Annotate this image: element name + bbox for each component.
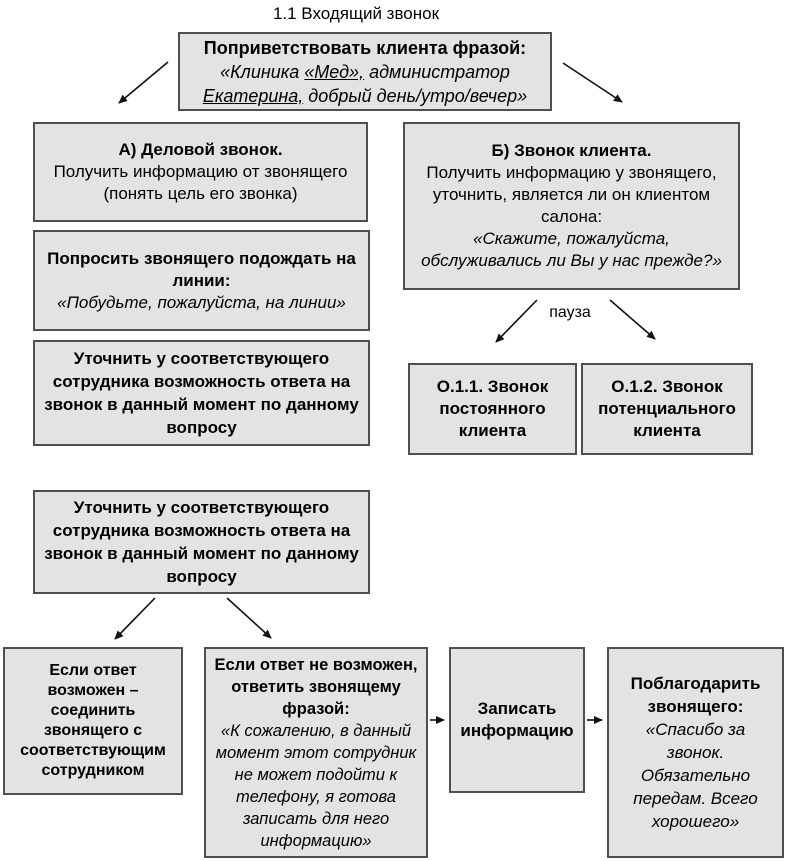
node-business-call: А) Деловой звонок. Получить информацию о… — [33, 122, 368, 222]
client-call-heading: Б) Звонок клиента. — [491, 141, 652, 160]
client-call-body: Получить информацию у звонящего, уточнит… — [426, 163, 717, 226]
node-connect-caller: Если ответ возможен – соединить звонящег… — [3, 647, 183, 795]
business-call-body: Получить информацию от звонящего (понять… — [53, 162, 348, 203]
answer-not-possible-quote: «К сожалению, в данный момент этот сотру… — [215, 721, 417, 850]
node-client-call: Б) Звонок клиента. Получить информацию у… — [403, 122, 740, 290]
greeting-quote-line2: Екатерина, добрый день/утро/вечер» — [188, 84, 542, 108]
answer-not-possible-heading: Если ответ не возможен, ответить звоняще… — [214, 655, 418, 718]
check-availability-1-body: Уточнить у соответствующего сотрудника в… — [44, 349, 359, 437]
greeting-quote-tail: добрый день/утро/вечер» — [303, 85, 528, 106]
greeting-quote-line1: «Клиника «Мед», администратор — [188, 60, 542, 84]
thank-caller-quote: «Спасибо за звонок. Обязательно передам.… — [633, 720, 758, 831]
greeting-clinic-name: «Мед», — [304, 61, 365, 82]
arrow-check-to-refuse — [226, 597, 272, 639]
node-thank-caller: Поблагодарить звонящего: «Спасибо за зво… — [607, 647, 784, 858]
node-answer-not-possible: Если ответ не возможен, ответить звоняще… — [204, 647, 428, 858]
greeting-quote-mid: администратор — [364, 61, 510, 82]
connect-caller-body: Если ответ возможен – соединить звонящег… — [20, 662, 166, 779]
arrow-pause-to-potential — [609, 299, 656, 340]
greeting-heading: Поприветствовать клиента фразой: — [203, 37, 527, 58]
pause-label: пауза — [549, 304, 591, 321]
potential-client-title: О.1.2. Звонок потенциального клиента — [598, 377, 736, 440]
client-call-quote: «Скажите, пожалуйста, обслуживались ли В… — [421, 229, 722, 270]
node-check-availability-1: Уточнить у соответствующего сотрудника в… — [33, 340, 370, 446]
regular-client-title: О.1.1. Звонок постоянного клиента — [436, 377, 549, 440]
flow-title: 1.1 Входящий звонок — [272, 4, 440, 23]
arrow-greeting-to-client — [562, 62, 623, 103]
business-call-heading: А) Деловой звонок. — [118, 140, 283, 159]
node-greeting: Поприветствовать клиента фразой: «Клиник… — [178, 32, 552, 111]
hold-line-quote: «Побудьте, пожалуйста, на линии» — [57, 292, 346, 312]
arrow-pause-to-regular — [495, 299, 538, 343]
check-availability-2-body: Уточнить у соответствующего сотрудника в… — [44, 498, 359, 586]
arrow-greeting-to-business — [118, 61, 169, 104]
node-potential-client: О.1.2. Звонок потенциального клиента — [581, 363, 753, 455]
record-info-body: Записать информацию — [460, 699, 574, 740]
node-hold-line: Попросить звонящего подождать на линии: … — [33, 230, 370, 331]
node-record-info: Записать информацию — [449, 647, 585, 793]
hold-line-heading: Попросить звонящего подождать на линии: — [47, 248, 356, 290]
node-regular-client: О.1.1. Звонок постоянного клиента — [408, 363, 577, 455]
greeting-quote-pre: «Клиника — [220, 61, 305, 82]
greeting-admin-name: Екатерина, — [202, 85, 304, 106]
arrow-check-to-connect — [114, 597, 156, 640]
thank-caller-heading: Поблагодарить звонящего: — [630, 674, 761, 716]
node-check-availability-2: Уточнить у соответствующего сотрудника в… — [33, 490, 370, 594]
